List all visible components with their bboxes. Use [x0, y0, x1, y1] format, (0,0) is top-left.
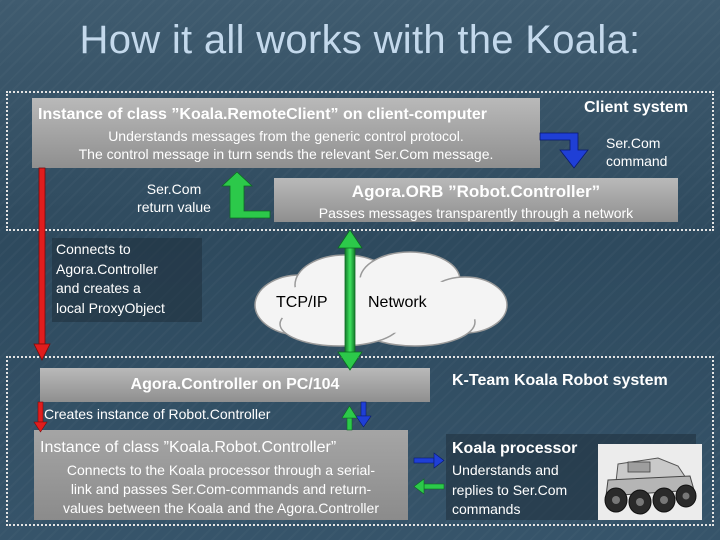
- creates-instance-text: Creates instance of Robot.Controller: [44, 406, 271, 422]
- sercom-command-label: Ser.Com command: [606, 134, 667, 170]
- client-system-label: Client system: [584, 99, 689, 116]
- remote-client-desc-2: The control message in turn sends the re…: [78, 146, 494, 162]
- sercom-return-label: Ser.Com return value: [124, 180, 224, 216]
- koala-processor-desc: Understands and replies to Ser.Com comma…: [452, 461, 567, 520]
- robot-controller-desc-2: link and passes Ser.Com-commands and ret…: [70, 481, 372, 497]
- connects-text: Connects to Agora.Controller and creates…: [56, 240, 165, 318]
- connects-line-2: Agora.Controller: [56, 260, 158, 277]
- koala-processor-desc-3: commands: [452, 501, 521, 517]
- robot-system-label: K-Team Koala Robot system: [452, 372, 668, 389]
- remote-client-box: Instance of class ”Koala.RemoteClient” o…: [32, 98, 540, 168]
- connects-line-4: local ProxyObject: [56, 299, 165, 316]
- agora-orb-title: Agora.ORB ”Robot.Controller”: [351, 182, 601, 201]
- koala-processor-title: Koala processor: [452, 440, 578, 457]
- page-title: How it all works with the Koala:: [79, 18, 641, 62]
- remote-client-title: Instance of class ”Koala.RemoteClient” o…: [38, 106, 487, 123]
- agora-orb-box: Agora.ORB ”Robot.Controller” Passes mess…: [274, 178, 678, 222]
- agora-controller-title: Agora.Controller on PC/104: [130, 376, 340, 393]
- connects-box: Connects to Agora.Controller and creates…: [52, 238, 202, 322]
- connects-line-1: Connects to: [56, 241, 131, 257]
- koala-processor-desc-1: Understands and: [452, 462, 559, 478]
- agora-controller-box: Agora.Controller on PC/104: [40, 368, 430, 402]
- agora-orb-desc: Passes messages transparently through a …: [318, 205, 634, 221]
- koala-robot-image: [598, 444, 702, 520]
- connects-line-3: and creates a: [56, 280, 141, 296]
- network-label: Network: [368, 294, 427, 311]
- koala-processor-desc-2: replies to Ser.Com: [452, 481, 568, 498]
- robot-controller-title: Instance of class ”Koala.Robot.Controlle…: [40, 439, 337, 456]
- robot-controller-desc-1: Connects to the Koala processor through …: [66, 462, 376, 478]
- sercom-return-line-2: return value: [137, 199, 211, 215]
- tcpip-label: TCP/IP: [276, 294, 328, 311]
- network-cloud: [254, 251, 508, 347]
- robot-controller-box: Instance of class ”Koala.Robot.Controlle…: [34, 430, 408, 520]
- sercom-command-line-1: Ser.Com: [606, 135, 661, 151]
- robot-controller-desc-3: values between the Koala and the Agora.C…: [63, 500, 379, 516]
- sercom-command-line-2: command: [606, 153, 668, 169]
- sercom-return-line-1: Ser.Com: [146, 181, 202, 197]
- remote-client-desc-1: Understands messages from the generic co…: [108, 128, 464, 144]
